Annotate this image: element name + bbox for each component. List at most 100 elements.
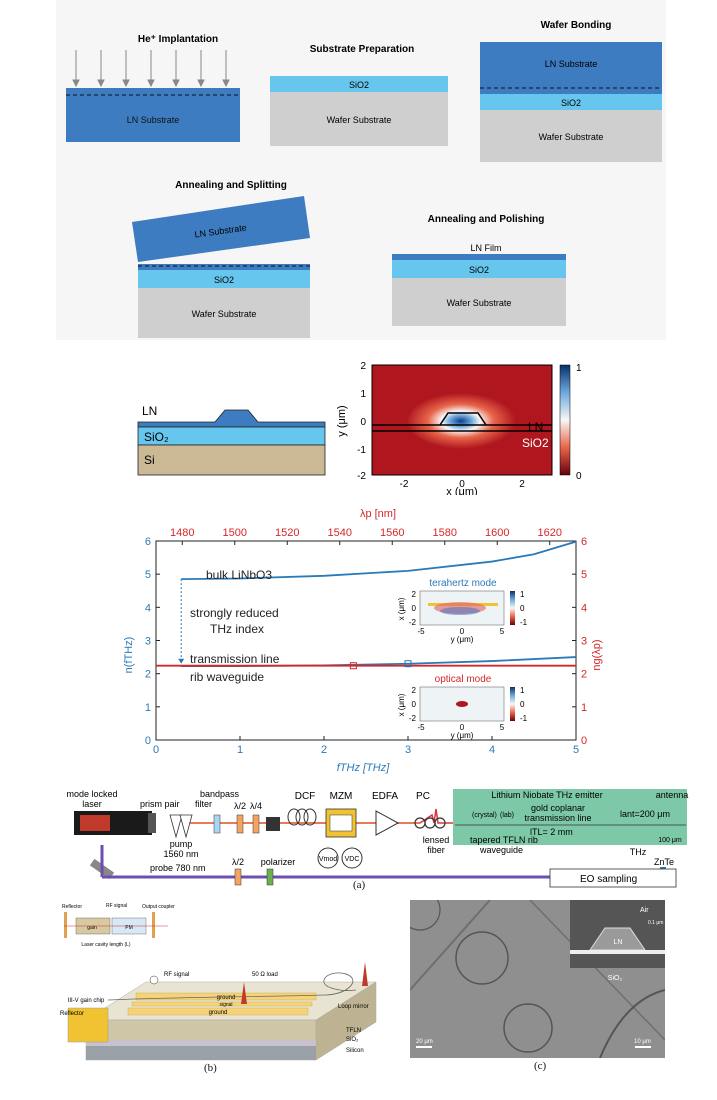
sem-scale-left: 20 μm (416, 1039, 433, 1045)
mode-colorbar (559, 364, 571, 476)
thz-cb-1: 1 (520, 590, 525, 599)
antenna-label: antenna (656, 790, 689, 800)
mode-xtick-neg2: -2 (400, 479, 409, 490)
mode-sio2-label: SiO2 (522, 436, 549, 450)
vmod-label: Vmod (319, 856, 337, 863)
bonded-sio2-layer (480, 94, 662, 110)
y-tick-label: 3 (145, 636, 151, 648)
eo-sampling-box (549, 868, 677, 888)
rf-source (149, 975, 159, 985)
cross-section-diagram: LN SiO₂ Si (137, 404, 326, 476)
x-tick-label: 4 (489, 744, 495, 756)
vdc-label: VDC (345, 856, 360, 863)
mode-profile-plot: LN SiO2 2 1 0 -1 -2 y (μm) -2 0 2 x (μm)… (336, 361, 582, 495)
mode-xtick-0: 0 (459, 479, 465, 490)
thz-xtick-neg5: -5 (417, 627, 425, 636)
edfa-amplifier (375, 810, 400, 836)
tline-label: transmission line (524, 813, 591, 823)
thz-ytick-2: 2 (412, 590, 417, 599)
gain-chip-label: III-V gain chip (68, 998, 105, 1004)
y2-tick-label: 2 (581, 669, 587, 681)
bonded-wafer-label: Wafer Substrate (539, 132, 604, 142)
opt-xtick-neg5: -5 (417, 723, 425, 732)
y-tick-label: 0 (145, 735, 151, 747)
sio2-layer (270, 76, 448, 92)
top-tick-label: 1600 (485, 527, 509, 539)
opt-cb-neg1: -1 (520, 714, 528, 723)
y2-tick-label: 4 (581, 602, 587, 614)
ground-electrode-1 (135, 992, 317, 1001)
split-wafer-label: Wafer Substrate (192, 309, 257, 319)
y-tick-label: 1 (145, 702, 151, 714)
crystal-label: (crystal) (472, 812, 497, 819)
laser-chip-diagram: Reflector RF signal Output coupler gain … (56, 900, 386, 1070)
ground-label-1: ground (217, 995, 236, 1001)
left-axis-label: n(fTHz) (123, 637, 135, 674)
probe-halfwave-label: λ/2 (232, 857, 244, 867)
top-tick-label: 1560 (380, 527, 404, 539)
inset-sio2-label: SiO₂ (608, 975, 623, 982)
top-tick-label: 1480 (170, 527, 194, 539)
vdc-source (341, 847, 363, 869)
y-tick-label: 2 (145, 669, 151, 681)
thz-xtick-5: 5 (500, 627, 505, 636)
thz-setup-diagram: mode locked laser prism pair pump 1560 n… (66, 789, 689, 888)
rf-signal-label: RF signal (164, 972, 189, 978)
inset-rf-signal: RF signal (106, 903, 127, 909)
sem-panel: 20 μm Air LN SiO₂ 0.1 μm 10 μm (c) (399, 889, 666, 1072)
ln-film-layer (392, 254, 566, 260)
bonded-wafer-block (480, 110, 662, 162)
thz-label: THz (630, 847, 647, 857)
inset-reflector: Reflector (62, 904, 82, 910)
sio2-layer-label: SiO₂ (346, 1037, 359, 1043)
fiber-coupler (266, 817, 280, 831)
laser-chip-panel: Reflector RF signal Output coupler gain … (56, 900, 386, 1074)
opt-xtick-0: 0 (460, 723, 465, 732)
y-tick-label: 4 (145, 602, 151, 614)
top-tick-label: 1500 (223, 527, 247, 539)
bonded-ln-block (480, 42, 662, 94)
load-label: 50 Ω load (252, 972, 278, 978)
polished-wafer-block (392, 278, 566, 326)
split-sio2-layer (138, 270, 310, 288)
y-tick-label: 5 (145, 569, 151, 581)
cross-section-si-label: Si (144, 453, 155, 467)
top-tick-label: 1540 (328, 527, 352, 539)
scale-label: 100 μm (658, 837, 682, 844)
thz-cb-neg1: -1 (520, 618, 528, 627)
prism-label: prism pair (140, 799, 180, 809)
opt-ytick-0: 0 (412, 700, 417, 709)
cross-section-si (137, 444, 326, 476)
wafer-substrate-label: Wafer Substrate (327, 115, 392, 125)
annotation-reduced-1: strongly reduced (190, 606, 279, 620)
halfwave-label: λ/2 (234, 801, 246, 811)
signal-electrode (131, 1001, 313, 1007)
thz-cb-0: 0 (520, 604, 525, 613)
lant-label: lant=200 μm (620, 809, 670, 819)
laser-cavity-inset: Reflector RF signal Output coupler gain … (62, 903, 175, 948)
opt-ylabel: x (μm) (397, 693, 406, 716)
inset-ln-label: LN (614, 939, 623, 946)
thz-ytick-neg2: -2 (409, 618, 417, 627)
silicon-label: Silicon (346, 1048, 364, 1054)
mode-ylabel: y (μm) (336, 405, 348, 436)
prism-1 (169, 814, 183, 839)
thz-mode-inset: terahertz mode 1 0 -1 2 0 -2 x (μm) -5 0… (397, 578, 528, 644)
reduction-arrowhead (178, 658, 185, 664)
thz-xtick-0: 0 (460, 627, 465, 636)
y2-tick-label: 0 (581, 735, 587, 747)
rf-spike-2 (362, 962, 368, 986)
opt-inset-title: optical mode (435, 674, 492, 685)
y2-tick-label: 1 (581, 702, 587, 714)
annotation-reduced-2: THz index (210, 622, 264, 636)
lensed-label: lensed (423, 835, 450, 845)
mode-ytick-2: 2 (360, 361, 366, 372)
step-title-substrate: Substrate Preparation (310, 44, 414, 55)
mode-rib-outline (439, 412, 487, 426)
annotation-bulk: bulk LiNbO3 (206, 568, 272, 582)
inset-air-label: Air (640, 907, 649, 914)
quarterwave-plate (252, 814, 260, 834)
halfwave-plate (236, 814, 244, 834)
